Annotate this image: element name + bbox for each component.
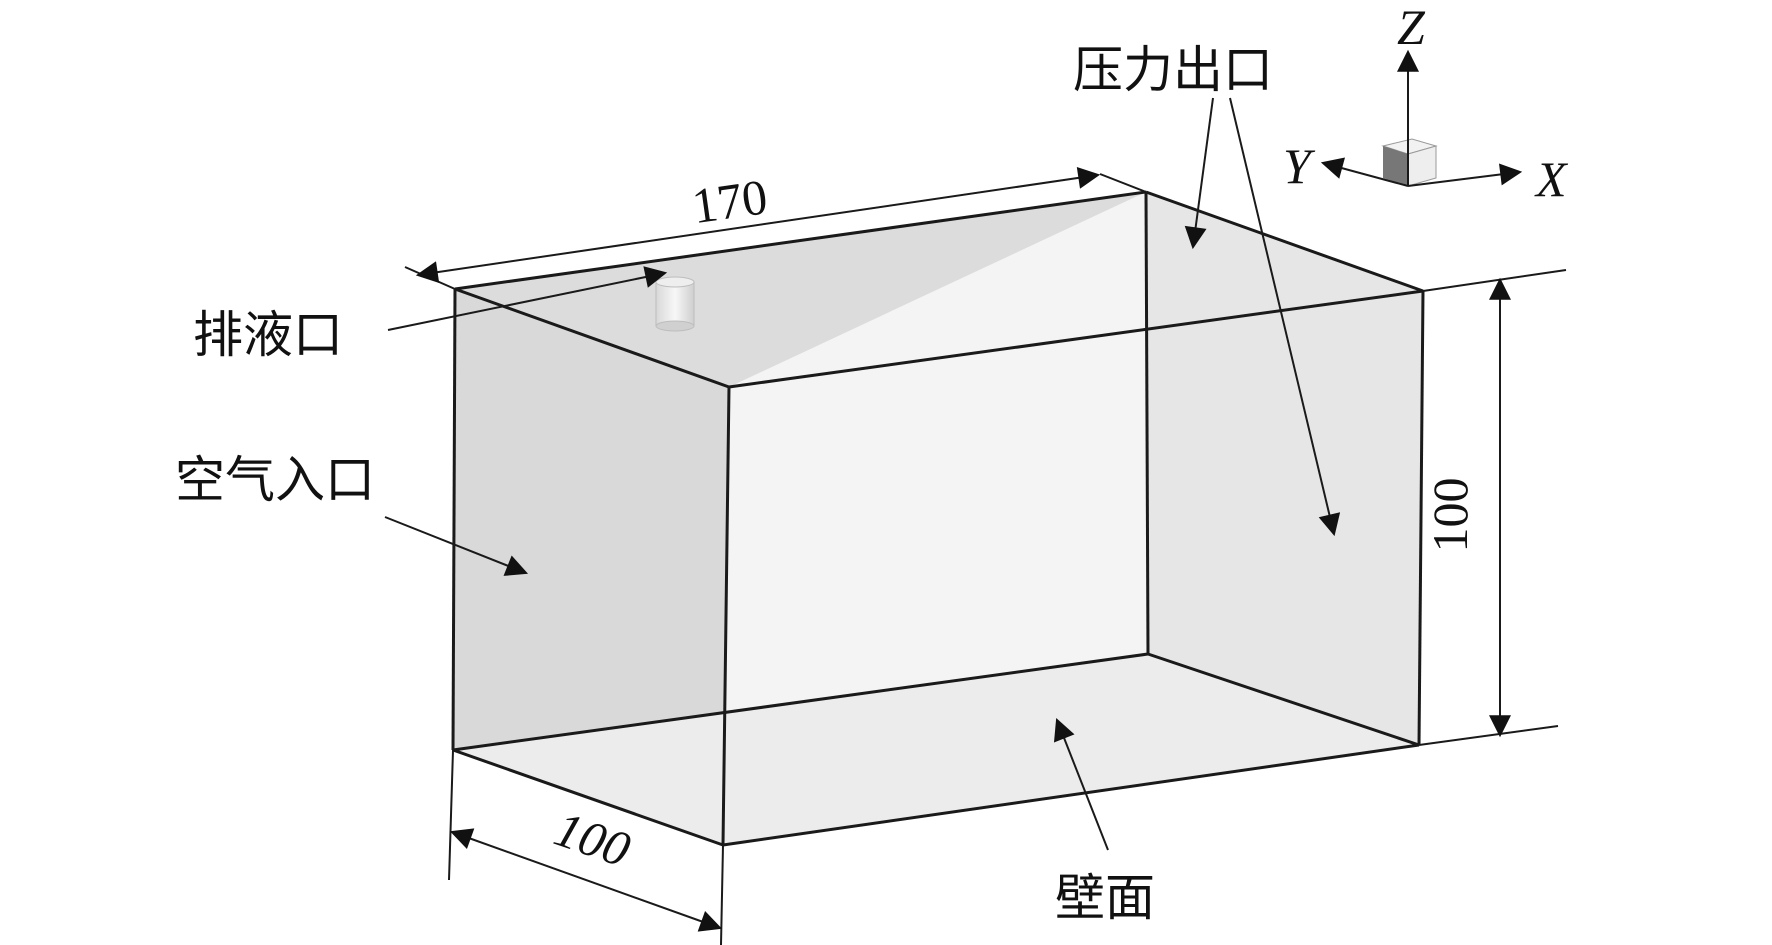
left-face <box>453 289 729 845</box>
dim-depth-arrow <box>449 828 723 932</box>
dim-height-label: 100 <box>1422 478 1478 553</box>
axis-z-label: Z <box>1397 0 1426 55</box>
drain-outlet-cylinder <box>655 276 695 332</box>
air-inlet-label: 空气入口 <box>175 451 375 509</box>
axis-y-label: Y <box>1283 138 1316 194</box>
dim-depth-label: 100 <box>548 800 637 877</box>
wall-label: 壁面 <box>1055 869 1155 927</box>
right-face <box>1146 192 1423 745</box>
dim-length-label: 170 <box>689 168 771 234</box>
drain-outlet-label: 排液口 <box>193 306 343 364</box>
axis-x-label: X <box>1534 151 1569 207</box>
dim-170-arrow <box>415 166 1101 284</box>
leader-arrows <box>384 97 1341 851</box>
pressure-outlet-label: 压力出口 <box>1073 41 1273 99</box>
back-face <box>723 192 1148 724</box>
box-edges <box>451 190 1425 847</box>
axis-triad <box>1320 49 1523 187</box>
bottom-face <box>453 654 1419 845</box>
